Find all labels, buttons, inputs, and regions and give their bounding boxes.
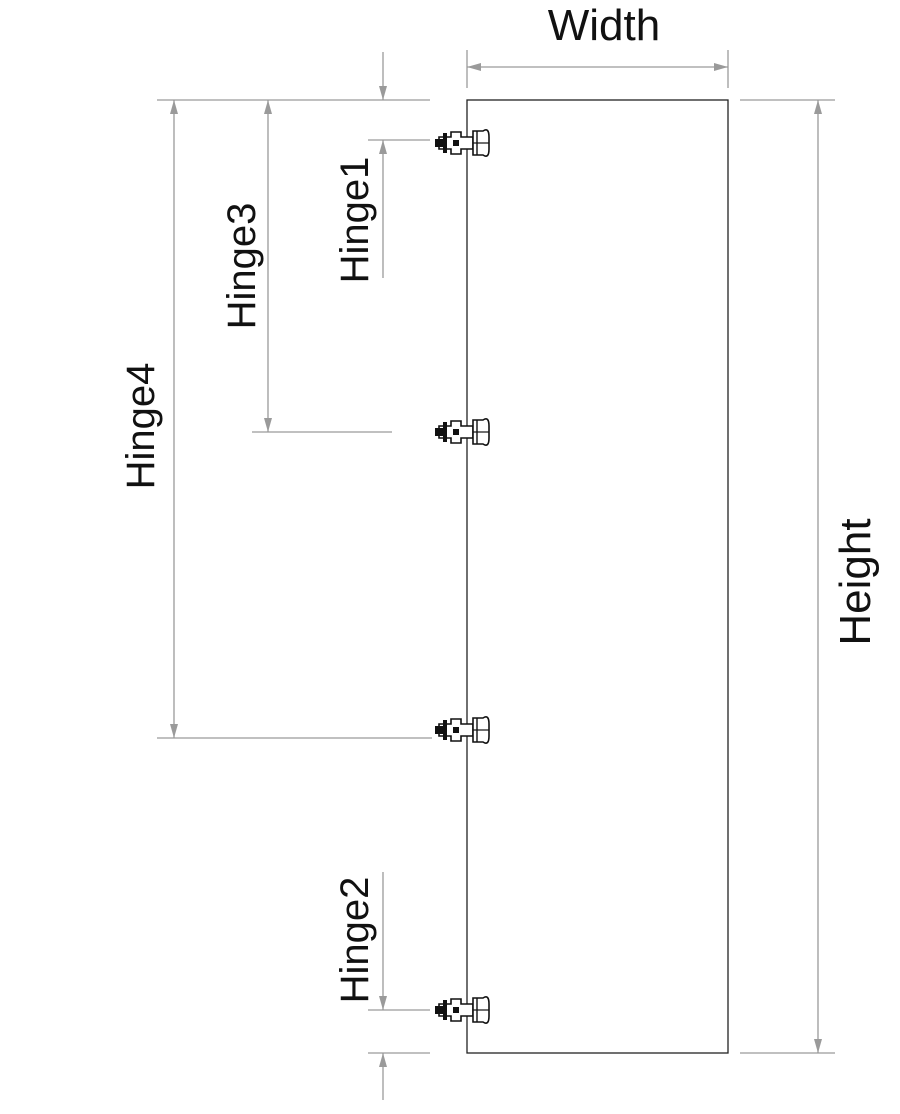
door-panel [466,99,729,1054]
hinge1-dimension [368,139,430,278]
hinge3-label: Hinge3 [220,203,264,330]
width-dimension [466,50,729,88]
hinge2-label: Hinge2 [333,877,377,1004]
hinge4-dimension [157,100,432,739]
hinge-icon [434,996,490,1024]
hinge1-label: Hinge1 [333,157,377,284]
hinge4-label: Hinge4 [119,363,163,490]
height-dimension [740,99,835,1054]
hinge-icon [434,129,490,157]
height-label: Height [831,518,880,645]
width-label: Width [548,1,660,50]
hinge3-dimension [252,100,392,433]
hinge2-dimension [368,872,430,1011]
hinge-icon [434,716,490,744]
hinge-icon [434,418,490,446]
